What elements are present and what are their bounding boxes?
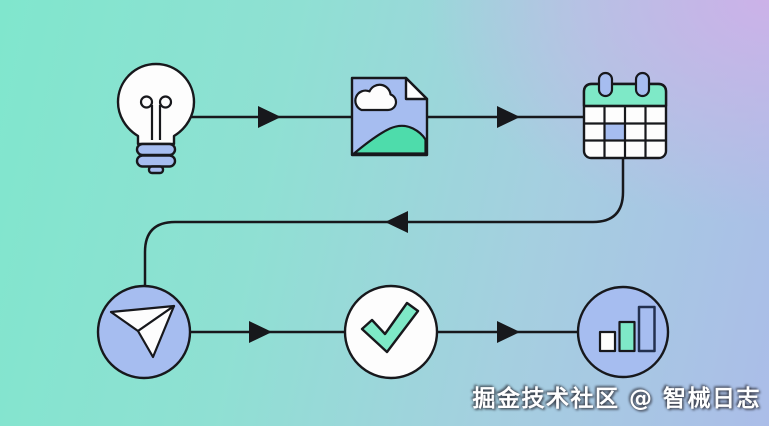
arrowhead-right-icon [249, 321, 272, 343]
image-cloud [354, 83, 398, 112]
chart-bar-medium [618, 320, 636, 353]
calendar-ring [597, 71, 614, 98]
arrowhead-left-icon [385, 211, 408, 233]
plane-body [136, 304, 176, 359]
calendar-icon [582, 71, 668, 160]
check-glyph [360, 301, 420, 354]
bar-chart-icon [576, 285, 670, 379]
lightbulb-icon [116, 62, 196, 175]
chart-bar-tall [637, 305, 656, 353]
bulb-base-tip [147, 165, 165, 175]
arrowhead-right-icon [258, 106, 281, 128]
bulb-base-ring [135, 142, 177, 157]
connector-image-to-calendar [427, 106, 584, 128]
watermark-text: 掘金技术社区 @ 智械日志 [472, 386, 761, 412]
bulb-filament [139, 95, 173, 140]
calendar-grid [584, 104, 666, 158]
connector-idea-to-image [191, 106, 352, 128]
calendar-ring [634, 71, 651, 98]
connector-calendar-to-send [143, 158, 625, 286]
arrowhead-right-icon [497, 106, 520, 128]
image-hill [352, 124, 427, 155]
arrowhead-right-icon [497, 321, 520, 343]
check-mark-icon [343, 284, 439, 380]
connector-line [143, 158, 625, 286]
calendar-selected-day [605, 124, 625, 140]
bulb-base-ring [135, 154, 177, 168]
bulb-glass [116, 62, 196, 146]
connector-approve-to-growth [437, 321, 578, 343]
paper-plane-icon [96, 284, 192, 380]
calendar-header [582, 82, 668, 108]
folded-corner [404, 76, 429, 101]
image-file-icon [350, 76, 429, 157]
connector-send-to-approve [190, 321, 345, 343]
chart-bar-small [598, 330, 617, 353]
